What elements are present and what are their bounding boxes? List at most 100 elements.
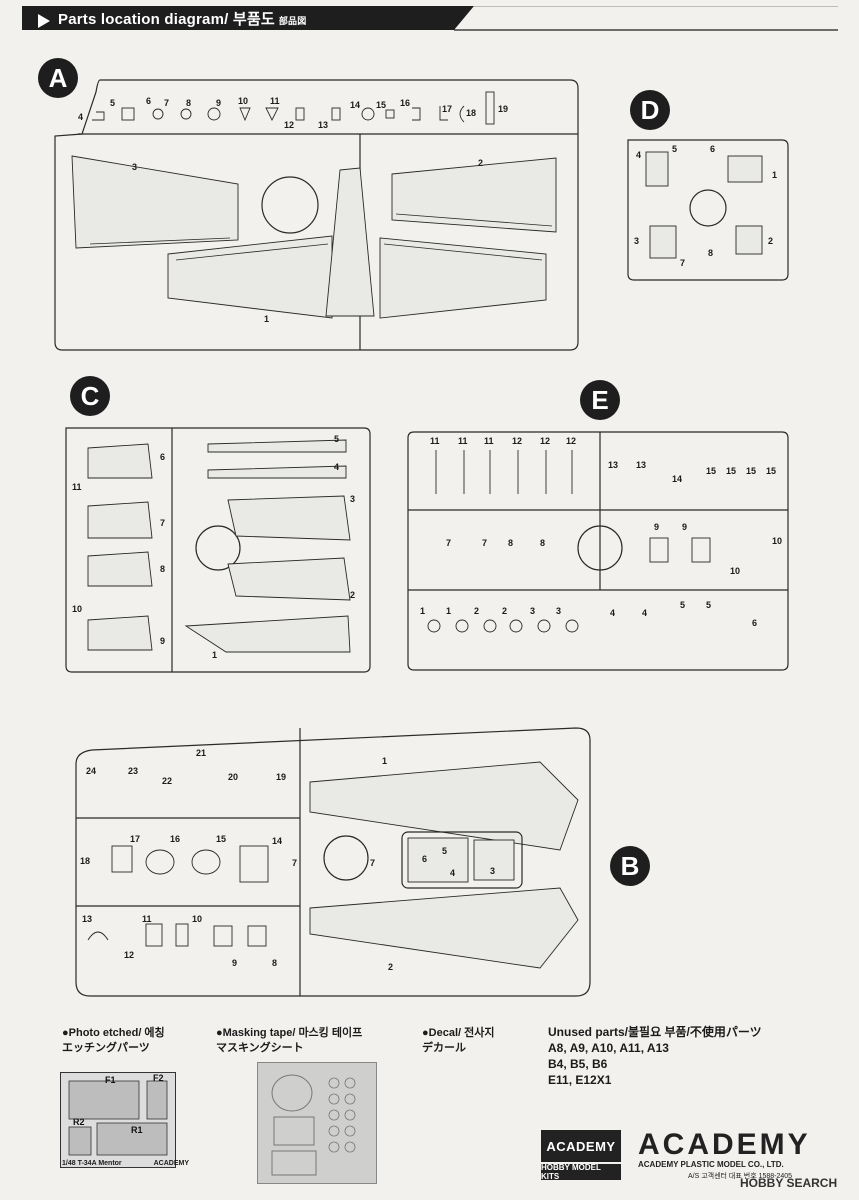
part-label: 19 <box>276 772 287 782</box>
unused-parts-line: B4, B5, B6 <box>548 1057 608 1071</box>
part-label: 11 <box>142 914 152 924</box>
photo-etch-sheet: F1 F2 R2 R1 <box>60 1072 176 1168</box>
part-label: 12 <box>540 436 551 446</box>
part-label: 8 <box>272 958 278 968</box>
part-label: 1 <box>446 606 452 616</box>
part-label: 11 <box>484 436 494 446</box>
masking-tape-shapes <box>271 1074 356 1176</box>
part-label: 12 <box>566 436 577 446</box>
part-label: 18 <box>80 856 91 866</box>
part-label: 7 <box>160 518 166 528</box>
photo-etch-brand: ACADEMY <box>153 1160 189 1167</box>
legend-photo-etched-label: ●Photo etched/ 에칭 <box>62 1027 165 1039</box>
part-label: 2 <box>388 962 394 972</box>
part-label: 13 <box>318 120 329 130</box>
part-label: 3 <box>556 606 562 616</box>
part-label: 22 <box>162 776 173 786</box>
part-label: 6 <box>146 96 152 106</box>
part-label: 7 <box>680 258 686 268</box>
company-name: ACADEMY PLASTIC MODEL CO., LTD. <box>638 1160 784 1169</box>
part-label: 2 <box>768 236 774 246</box>
part-label: 12 <box>512 436 523 446</box>
photo-etch-caption-text: 1/48 T-34A Mentor <box>62 1160 122 1167</box>
part-label: 4 <box>642 608 648 618</box>
watermark: HOBBY SEARCH <box>740 1176 838 1190</box>
part-label: 7 <box>292 858 298 868</box>
part-label: 13 <box>608 460 619 470</box>
part-label: 4 <box>610 608 616 618</box>
part-label: 15 <box>726 466 737 476</box>
part-label: 17 <box>442 104 453 114</box>
part-label: 2 <box>502 606 508 616</box>
part-label: 10 <box>772 536 783 546</box>
academy-logo: ACADEMY <box>638 1128 811 1161</box>
part-label: 8 <box>508 538 514 548</box>
part-label: 24 <box>86 766 97 776</box>
part-label: 15 <box>766 466 777 476</box>
sprue-b-badge: B <box>610 846 650 886</box>
part-label: 11 <box>270 96 280 106</box>
legend-masking-tape-label: ●Masking tape/ 마스킹 테이프 <box>216 1027 363 1039</box>
part-label: 5 <box>680 600 686 610</box>
photo-etch-caption: 1/48 T-34A Mentor ACADEMY <box>62 1160 189 1167</box>
fret-label: F2 <box>153 1073 164 1083</box>
part-label: 8 <box>160 564 166 574</box>
part-label: 14 <box>272 836 283 846</box>
sprue-a-badge: A <box>38 58 78 98</box>
unused-parts-line: A8, A9, A10, A11, A13 <box>548 1041 669 1055</box>
part-label: 5 <box>442 846 448 856</box>
academy-box-logo: ACADEMY HOBBY MODEL KITS <box>541 1130 621 1182</box>
sprue-c-badge: C <box>70 376 110 416</box>
part-label: 8 <box>540 538 546 548</box>
part-label: 3 <box>490 866 496 876</box>
part-label: 2 <box>350 590 356 600</box>
part-label: 1 <box>382 756 388 766</box>
part-label: 8 <box>186 98 192 108</box>
part-label: 4 <box>636 150 642 160</box>
part-label: 14 <box>350 100 361 110</box>
part-label: 10 <box>238 96 249 106</box>
fret-label: F1 <box>105 1075 116 1085</box>
fret-label: R1 <box>131 1125 143 1135</box>
part-label: 11 <box>72 482 82 492</box>
part-label: 10 <box>72 604 83 614</box>
unused-parts: Unused parts/불필요 부품/不使用パーツ A8, A9, A10, … <box>548 1024 762 1088</box>
legend-decal-jp: デカール <box>422 1042 466 1054</box>
part-label: 11 <box>430 436 440 446</box>
academy-box-bottom: HOBBY MODEL KITS <box>541 1163 621 1181</box>
part-label: 2 <box>478 158 484 168</box>
unused-parts-line: E11, E12X1 <box>548 1073 612 1087</box>
part-label: 7 <box>482 538 488 548</box>
part-label: 5 <box>706 600 712 610</box>
page-title-sub: 部品図 <box>278 16 307 26</box>
part-label: 4 <box>450 868 456 878</box>
part-label: 2 <box>474 606 480 616</box>
part-label: 15 <box>746 466 757 476</box>
photo-etch-frets <box>68 1080 168 1156</box>
legend-masking-tape-jp: マスキングシート <box>216 1042 304 1054</box>
part-label: 3 <box>350 494 356 504</box>
part-label: 3 <box>530 606 536 616</box>
part-label: 7 <box>446 538 452 548</box>
legend-decal-label: ●Decal/ 전사지 <box>422 1027 495 1039</box>
part-label: 9 <box>682 522 688 532</box>
part-label: 7 <box>370 858 376 868</box>
part-label: 4 <box>334 462 340 472</box>
legend-photo-etched-jp: エッチングパーツ <box>62 1042 150 1054</box>
part-label: 15 <box>376 100 387 110</box>
part-label: 16 <box>170 834 181 844</box>
part-label: 5 <box>110 98 116 108</box>
part-label: 20 <box>228 772 239 782</box>
sprue-d-badge: D <box>630 90 670 130</box>
part-label: 6 <box>160 452 166 462</box>
part-label: 10 <box>192 914 203 924</box>
part-label: 16 <box>400 98 411 108</box>
part-label: 12 <box>284 120 295 130</box>
academy-box-top: ACADEMY <box>541 1130 621 1162</box>
part-label: 19 <box>498 104 509 114</box>
part-label: 9 <box>232 958 238 968</box>
part-label: 5 <box>334 434 340 444</box>
part-label: 7 <box>164 98 170 108</box>
part-label: 6 <box>710 144 716 154</box>
